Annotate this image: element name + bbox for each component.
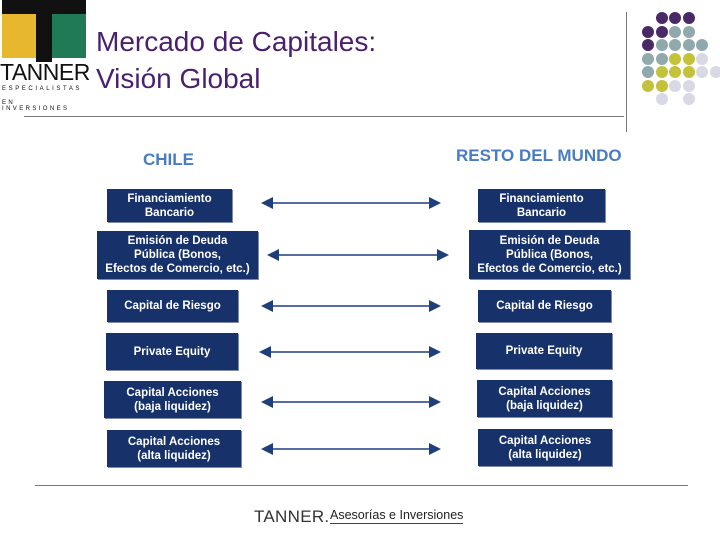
right-box-capital-acciones-alta: Capital Acciones (alta liquidez) bbox=[478, 429, 612, 466]
decorative-dot bbox=[669, 39, 681, 51]
slide-title-line2: Visión Global bbox=[96, 63, 261, 94]
decorative-dot bbox=[682, 79, 695, 92]
left-box-financiamiento-bancario: Financiamiento Bancario bbox=[107, 189, 232, 222]
right-box-capital-riesgo: Capital de Riesgo bbox=[478, 290, 611, 322]
right-box-private-equity: Private Equity bbox=[476, 333, 612, 369]
decorative-dot bbox=[682, 52, 695, 65]
decorative-dot bbox=[669, 25, 681, 38]
logo-stem bbox=[36, 0, 52, 62]
decorative-dot bbox=[682, 39, 695, 51]
right-box-financiamiento-bancario: Financiamiento Bancario bbox=[478, 189, 605, 222]
decorative-dot bbox=[669, 52, 681, 65]
decorative-dot bbox=[682, 12, 695, 24]
decorative-dot bbox=[669, 66, 681, 78]
decorative-dot bbox=[642, 39, 654, 51]
left-box-private-equity: Private Equity bbox=[106, 333, 238, 370]
decorative-dot bbox=[655, 52, 668, 65]
slide-title-line1: Mercado de Capitales: bbox=[96, 26, 377, 57]
decorative-dot bbox=[682, 25, 695, 38]
logo-wordmark: TANNER bbox=[0, 59, 90, 85]
right-box-emision-deuda: Emisión de Deuda Pública (Bonos, Efectos… bbox=[469, 230, 630, 279]
decorative-dot bbox=[655, 79, 668, 92]
decorative-dot bbox=[696, 52, 708, 65]
right-box-capital-acciones-baja: Capital Acciones (baja liquidez) bbox=[477, 380, 612, 417]
decorative-dot bbox=[682, 66, 695, 78]
decorative-dot bbox=[655, 66, 668, 78]
decorative-dot bbox=[642, 52, 654, 65]
decorative-dot bbox=[682, 93, 695, 105]
right-heading-rest-of-world: RESTO DEL MUNDO bbox=[456, 146, 622, 165]
left-box-capital-acciones-alta: Capital Acciones (alta liquidez) bbox=[107, 430, 241, 467]
decorative-dot bbox=[655, 39, 668, 51]
left-box-capital-acciones-baja: Capital Acciones (baja liquidez) bbox=[104, 381, 241, 418]
decorative-dot bbox=[655, 93, 668, 105]
top-divider bbox=[24, 116, 624, 117]
footer-tagline: Asesorías e Inversiones bbox=[330, 508, 464, 524]
logo-tagline-1: ESPECIALISTAS bbox=[2, 86, 83, 92]
decorative-dot bbox=[655, 12, 668, 24]
decorative-dot bbox=[709, 66, 720, 78]
left-box-emision-deuda: Emisión de Deuda Pública (Bonos, Efectos… bbox=[97, 231, 258, 279]
left-heading-chile: CHILE bbox=[143, 150, 194, 169]
decorative-dot bbox=[669, 79, 681, 92]
decorative-dot bbox=[642, 79, 654, 92]
decorative-dot bbox=[696, 66, 708, 78]
decorative-dot bbox=[669, 12, 681, 24]
bottom-divider bbox=[35, 485, 688, 486]
decorative-dot bbox=[655, 25, 668, 38]
decorative-dot bbox=[696, 39, 708, 51]
footer-brand: TANNER. bbox=[254, 507, 330, 526]
left-box-capital-riesgo: Capital de Riesgo bbox=[107, 290, 238, 322]
decorative-dot bbox=[642, 25, 654, 38]
decorative-dot bbox=[642, 66, 654, 78]
vertical-divider bbox=[626, 12, 627, 132]
logo-tagline-2: EN INVERSIONES bbox=[2, 100, 70, 112]
